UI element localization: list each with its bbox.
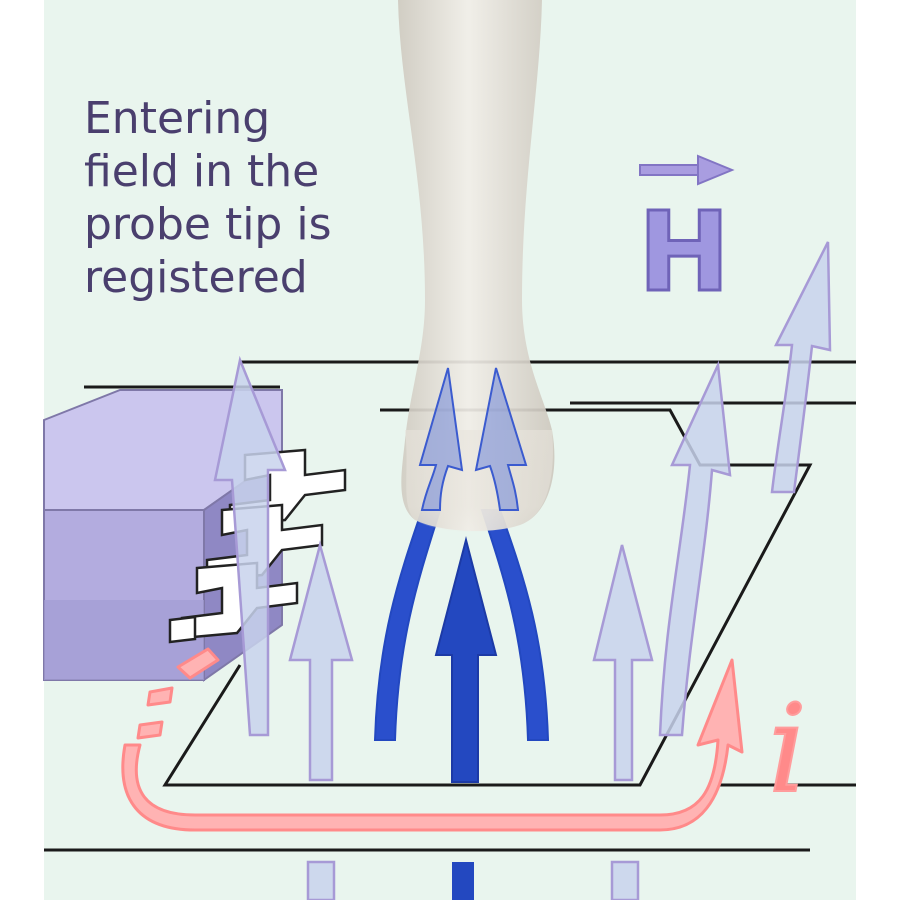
caption-line: registered [84,252,308,303]
caption-line: probe tip is [84,199,332,250]
captured-field-base [452,862,474,900]
trace-loop [162,408,813,787]
probe-field-arrows [418,367,528,511]
field-arrow [213,355,287,737]
chip-pin [168,615,197,644]
field-arrow [658,360,732,737]
current-path [121,647,744,832]
white-margin-right [856,0,900,900]
current-dash [136,720,164,740]
current-symbol-label: i [767,678,808,820]
field-arrow [592,544,654,782]
vector-arrow-icon [639,154,735,186]
field-arrow [288,540,354,782]
current-dash [176,647,220,680]
caption-line: field in the [84,146,320,197]
caption-text: Entering field in the probe tip is regis… [84,92,404,304]
field-arrow-base [610,860,640,900]
field-arrow [770,241,832,494]
field-arrow-base [306,860,336,900]
probe-field-arrow [418,367,464,511]
white-margin-left [0,0,44,900]
probe-body [398,0,555,532]
caption-line: Entering [84,93,271,144]
captured-field-center-arrow [434,536,498,783]
probe-field-arrow [474,367,528,511]
current-dash [146,686,174,707]
field-vector-symbol: H [637,154,735,318]
current-arrow [121,658,744,832]
board-traces [44,360,856,852]
field-lines [213,241,832,900]
field-symbol-text: H [638,188,730,316]
